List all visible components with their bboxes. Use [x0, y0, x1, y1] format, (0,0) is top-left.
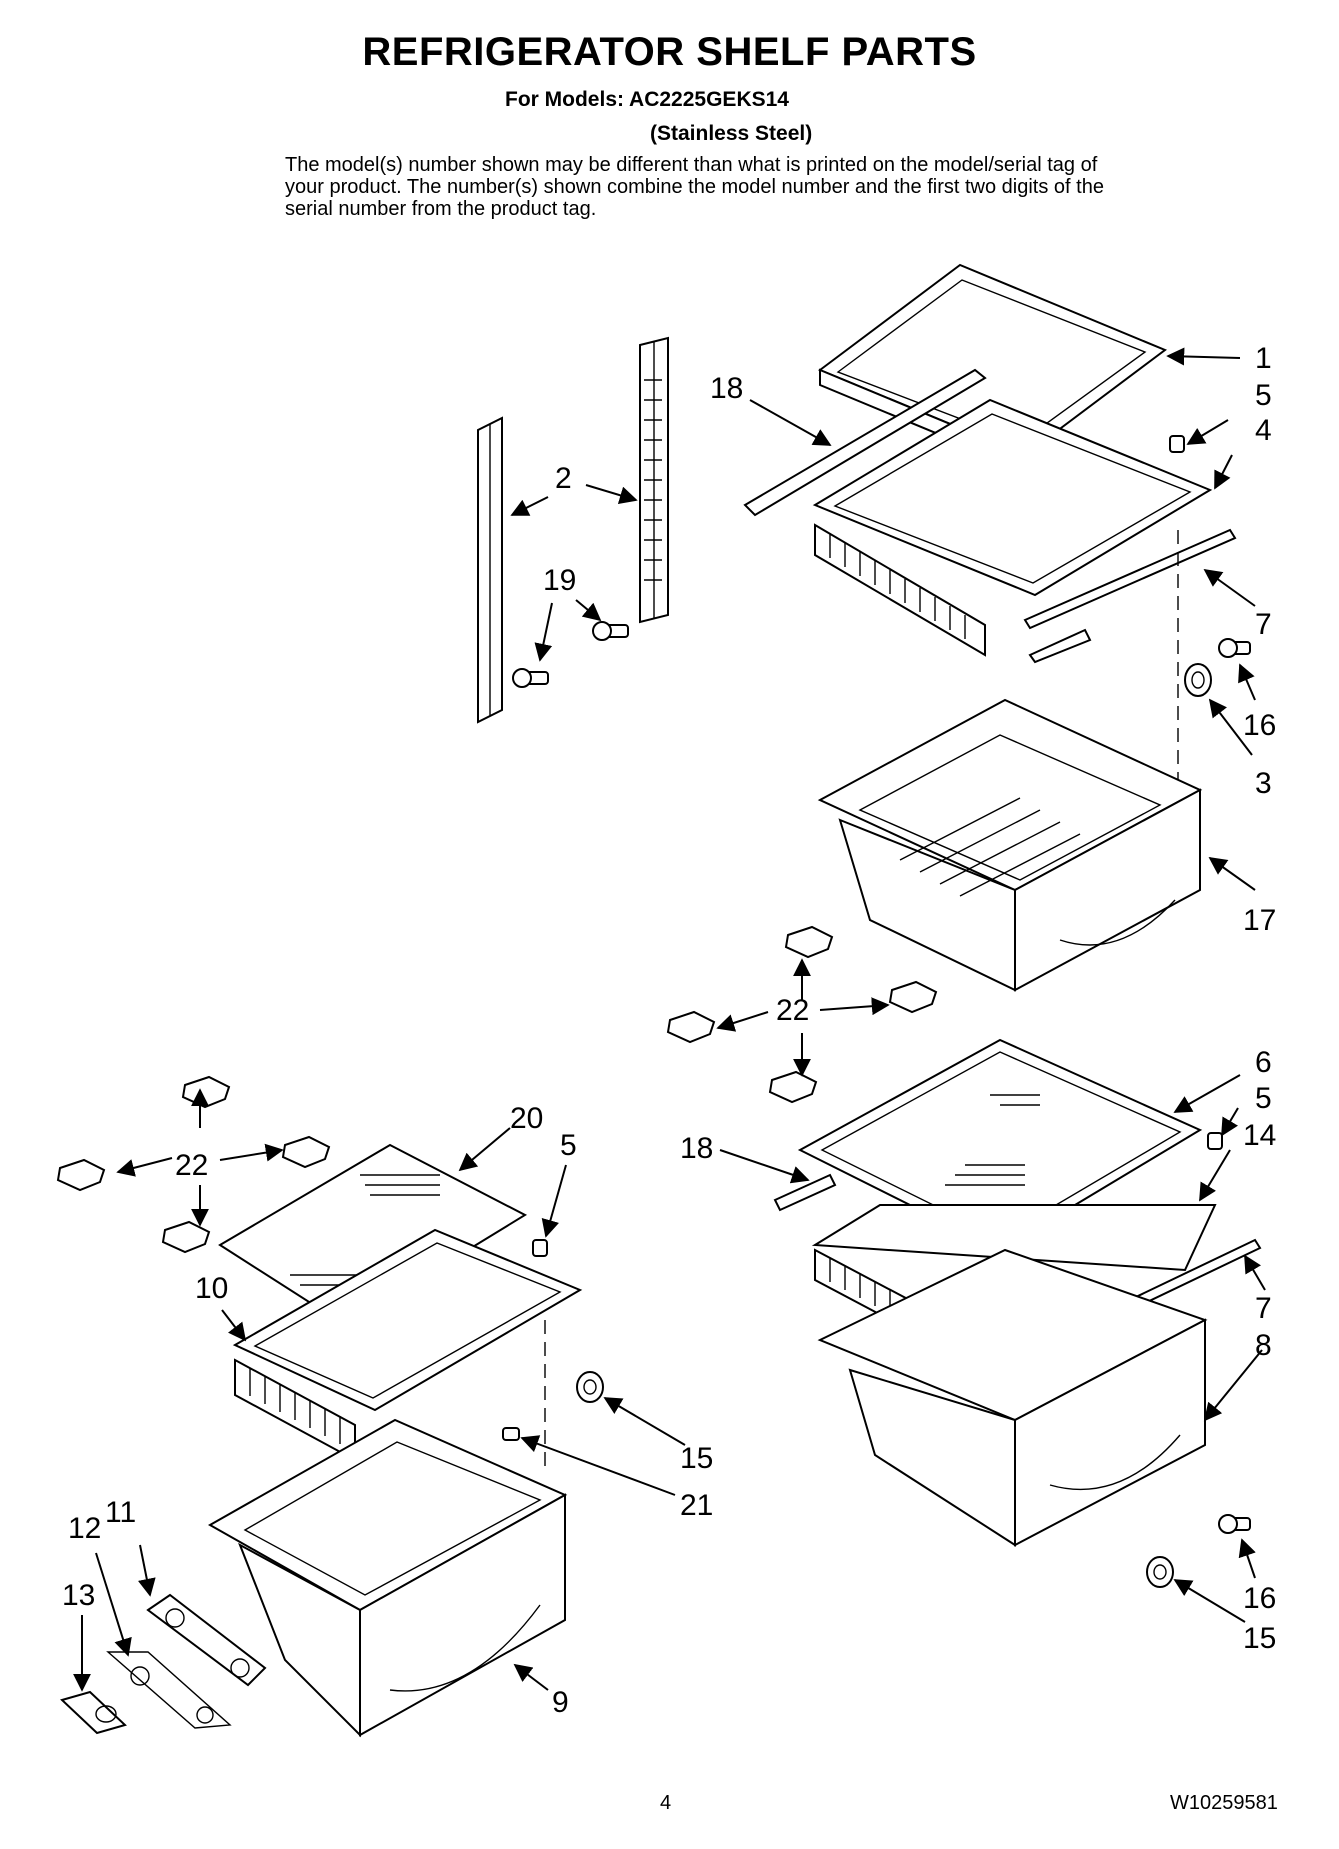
frame-vents-left [234, 1358, 356, 1462]
part-13-cap [60, 1690, 127, 1735]
callout-20: 20 [510, 1102, 543, 1135]
callout-9: 9 [552, 1686, 569, 1719]
part-17-crisper-drawer-upper [817, 698, 1203, 992]
callout-7-upper: 7 [1255, 608, 1272, 641]
part-9-drawer [207, 1418, 568, 1738]
part-8-crisper-drawer-lower [817, 1248, 1208, 1547]
part-14-crisper-frame [811, 1204, 1217, 1272]
callout-22-lower: 22 [175, 1149, 208, 1182]
crisper-cover-vents [814, 523, 986, 657]
part-5-clip-left [532, 1239, 548, 1257]
callout-22-upper: 22 [776, 994, 809, 1027]
page-number: 4 [660, 1792, 672, 1814]
part-4-crisper-frame [812, 398, 1213, 597]
part-5-clip-upper [1169, 435, 1185, 453]
callout-17: 17 [1243, 904, 1276, 937]
part-18-trim-strip-lower [773, 1173, 837, 1212]
callout-6: 6 [1255, 1046, 1272, 1079]
part-16-screw-lower [1218, 1514, 1251, 1534]
callout-16-upper: 16 [1243, 709, 1276, 742]
callout-10: 10 [195, 1272, 228, 1305]
callout-21: 21 [680, 1489, 713, 1522]
part-22-clips-upper [666, 925, 938, 1104]
page-title: REFRIGERATOR SHELF PARTS [362, 30, 977, 74]
part-12-plate [106, 1651, 232, 1729]
part-19-screws [512, 621, 629, 688]
callout-1: 1 [1255, 342, 1272, 375]
models-line: For Models: AC2225GEKS14 [505, 88, 789, 111]
callout-5-right: 5 [1255, 1082, 1272, 1115]
document-number: W10259581 [1170, 1792, 1278, 1814]
callout-15-lower: 15 [1243, 1622, 1276, 1655]
callout-5-left: 5 [560, 1129, 577, 1162]
callout-8: 8 [1255, 1329, 1272, 1362]
callout-14: 14 [1243, 1119, 1276, 1152]
callout-4: 4 [1255, 414, 1272, 447]
part-21-stud [502, 1427, 520, 1441]
part-15-washer-left [576, 1371, 604, 1403]
part-15-washer-lower-right [1146, 1556, 1174, 1588]
model-number-note: The model(s) number shown may be differe… [285, 154, 1104, 220]
callout-15-left: 15 [680, 1442, 713, 1475]
part-3-washer [1184, 663, 1212, 697]
part-1-shelf-frame [817, 263, 1168, 472]
callout-18-lower: 18 [680, 1132, 713, 1165]
part-11-bracket [146, 1593, 267, 1687]
part-2-shelf-rails [477, 336, 669, 724]
part-5-clip-lower-right [1207, 1132, 1223, 1150]
leader-lines [73, 347, 1266, 1692]
callout-19: 19 [543, 564, 576, 597]
part-10-shelf-frame [232, 1228, 583, 1412]
callout-7-lower: 7 [1255, 1292, 1272, 1325]
callout-13: 13 [62, 1579, 95, 1612]
callout-5-upper: 5 [1255, 379, 1272, 412]
callout-3: 3 [1255, 767, 1272, 800]
part-20-glass-shelf [218, 1143, 528, 1327]
callout-18-upper: 18 [710, 372, 743, 405]
part-18-trim-strip-upper [743, 368, 987, 517]
callout-12: 12 [68, 1512, 101, 1545]
variant-line: (Stainless Steel) [650, 122, 813, 145]
callout-16-lower: 16 [1243, 1582, 1276, 1615]
callout-2: 2 [555, 462, 572, 495]
part-16-screw-upper [1218, 638, 1251, 658]
callout-11: 11 [105, 1496, 136, 1529]
part-7-rail-upper [1023, 528, 1237, 664]
